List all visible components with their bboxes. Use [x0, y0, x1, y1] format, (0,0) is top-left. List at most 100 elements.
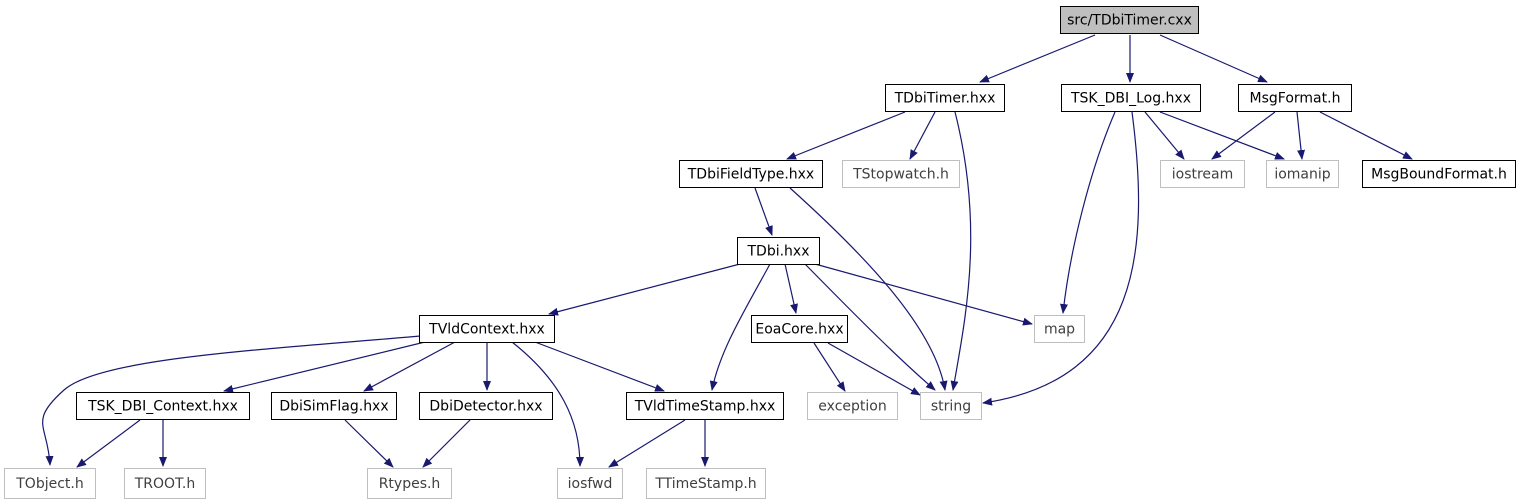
node-label: TTimeStamp.h	[654, 476, 756, 492]
edge-tdbi-to-string	[804, 263, 936, 391]
edge-dbidetector-to-rtypes	[422, 419, 471, 468]
node-label: TDbiTimer.hxx	[894, 91, 996, 107]
node-box	[1160, 160, 1245, 188]
node-box	[271, 392, 397, 420]
node-tsk-dbi-log[interactable]: TSK_DBI_Log.hxx	[1061, 84, 1201, 112]
node-exception: exception	[807, 392, 898, 420]
node-box	[842, 160, 960, 188]
node-box	[807, 392, 898, 420]
node-label: TROOT.h	[134, 476, 196, 492]
node-label: MsgBoundFormat.h	[1371, 167, 1507, 183]
edge-tvldtimestamp-to-iosfwd	[608, 419, 686, 468]
node-box	[885, 84, 1005, 112]
node-map: map	[1034, 315, 1085, 343]
edge-dbisimflag-to-rtypes	[344, 419, 394, 468]
node-msgboundformat[interactable]: MsgBoundFormat.h	[1362, 160, 1516, 188]
edge-tsk_dbi_log-to-iomanip	[1159, 111, 1285, 160]
node-tstopwatch: TStopwatch.h	[842, 160, 960, 188]
node-label: TStopwatch.h	[852, 167, 949, 183]
node-dbidetector[interactable]: DbiDetector.hxx	[419, 392, 553, 420]
node-box	[626, 392, 784, 420]
node-label: EoaCore.hxx	[755, 322, 843, 338]
node-box	[646, 468, 766, 499]
node-ttimestamp: TTimeStamp.h	[646, 468, 766, 499]
node-label: TSK_DBI_Context.hxx	[87, 399, 238, 415]
node-label: string	[931, 399, 971, 415]
node-tvldcontext[interactable]: TVldContext.hxx	[419, 315, 555, 343]
node-troot: TROOT.h	[124, 468, 206, 499]
node-box	[367, 468, 452, 499]
edge-msgformat-to-iomanip	[1296, 111, 1306, 160]
node-msgformat[interactable]: MsgFormat.h	[1238, 84, 1352, 112]
node-dbisimflag[interactable]: DbiSimFlag.hxx	[271, 392, 397, 420]
node-box	[1362, 160, 1516, 188]
edge-tdbi-to-tvldtimestamp	[709, 263, 771, 391]
edge-tsk_dbi_log-to-iostream	[1144, 111, 1185, 160]
node-box	[751, 315, 848, 343]
edge-tdbifieldtype-to-string	[789, 187, 948, 391]
node-label: map	[1044, 322, 1075, 338]
node-box	[1061, 84, 1201, 112]
node-label: iosfwd	[568, 476, 613, 492]
node-label: iomanip	[1274, 167, 1330, 183]
edge-tdbifieldtype-to-tdbi	[754, 187, 773, 236]
node-box	[557, 468, 623, 499]
node-box	[737, 237, 820, 265]
edge-root-to-msgformat	[1159, 34, 1268, 83]
node-label: src/TDbiTimer.cxx	[1067, 13, 1192, 29]
node-box	[76, 392, 250, 420]
node-box	[679, 160, 823, 188]
node-box	[419, 315, 555, 343]
node-label: TDbiFieldType.hxx	[687, 167, 814, 183]
edge-tdbitimer_hxx-to-tdbifieldtype	[786, 111, 906, 160]
node-tdbi[interactable]: TDbi.hxx	[737, 237, 820, 265]
node-box	[419, 392, 553, 420]
edge-eoacore-to-string	[827, 342, 921, 396]
edge-tvldcontext-to-dbisimflag	[363, 341, 456, 392]
node-box	[124, 468, 206, 499]
edge-tdbitimer_hxx-to-tstopwatch	[909, 111, 936, 160]
edge-msgformat-to-iostream	[1211, 111, 1276, 160]
edge-tsk_dbi_context-to-tobject	[76, 419, 141, 468]
node-tvldtimestamp[interactable]: TVldTimeStamp.hxx	[626, 392, 784, 420]
node-root[interactable]: src/TDbiTimer.cxx	[1060, 6, 1199, 34]
edge-tvldcontext-to-iosfwd	[511, 341, 584, 467]
node-iomanip: iomanip	[1266, 160, 1339, 188]
edge-msgformat-to-msgboundformat	[1319, 111, 1413, 160]
node-label: DbiDetector.hxx	[429, 399, 542, 415]
node-label: iostream	[1172, 167, 1234, 183]
edge-tvldcontext-to-tobject	[42, 335, 421, 466]
node-label: TSK_DBI_Log.hxx	[1070, 91, 1191, 107]
node-iostream: iostream	[1160, 160, 1245, 188]
node-label: TVldContext.hxx	[428, 322, 545, 338]
node-box	[4, 468, 96, 499]
edge-tdbi-to-eoacore	[784, 263, 798, 314]
edges-layer	[42, 34, 1413, 468]
node-box	[1238, 84, 1352, 112]
node-box	[1266, 160, 1339, 188]
node-tobject: TObject.h	[4, 468, 96, 499]
edge-tvldcontext-to-tvldtimestamp	[534, 341, 665, 392]
node-box	[1060, 6, 1199, 34]
edge-tdbitimer_hxx-to-string	[950, 111, 972, 391]
node-label: Rtypes.h	[379, 476, 441, 492]
edge-tvldcontext-to-tsk_dbi_context	[223, 341, 426, 393]
node-tsk-dbi-context[interactable]: TSK_DBI_Context.hxx	[76, 392, 250, 420]
node-string: string	[920, 392, 982, 420]
node-label: DbiSimFlag.hxx	[279, 399, 388, 415]
edge-tsk_dbi_log-to-string	[982, 111, 1140, 406]
node-iosfwd: iosfwd	[557, 468, 623, 499]
node-box	[920, 392, 982, 420]
node-label: TObject.h	[15, 476, 83, 492]
node-tdbifieldtype[interactable]: TDbiFieldType.hxx	[679, 160, 823, 188]
node-tdbitimer-hxx[interactable]: TDbiTimer.hxx	[885, 84, 1005, 112]
node-eoacore[interactable]: EoaCore.hxx	[751, 315, 848, 343]
node-label: TDbi.hxx	[746, 244, 809, 260]
node-label: exception	[818, 399, 886, 415]
edge-root-to-tdbitimer_hxx	[979, 34, 1096, 83]
edge-tdbi-to-map	[814, 263, 1033, 326]
edge-tdbi-to-tvldcontext	[548, 263, 741, 316]
node-box	[1034, 315, 1085, 343]
